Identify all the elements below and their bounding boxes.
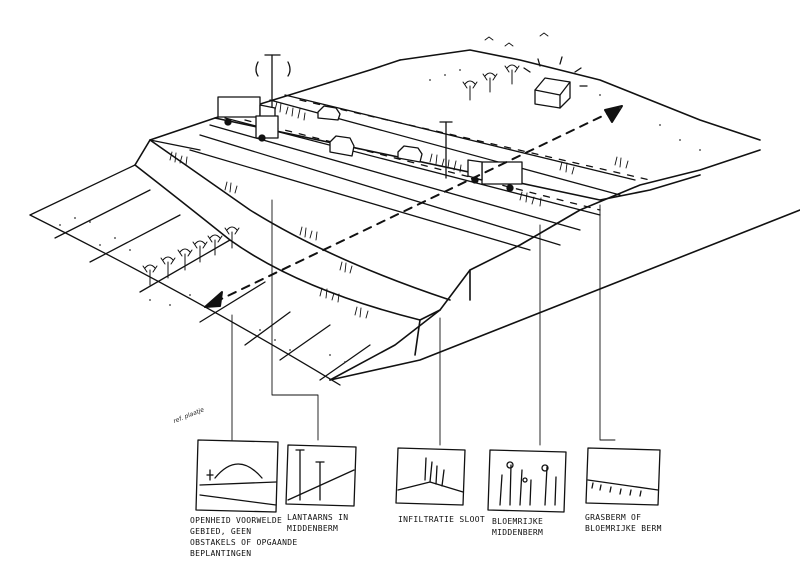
caption-line: middenberm	[287, 524, 339, 533]
right-trees	[463, 65, 519, 100]
truck-right	[468, 160, 522, 191]
caption-line: obstakels of opgaande	[190, 538, 298, 547]
caption-line: lantaarns in	[287, 513, 349, 522]
lane-dashes	[245, 100, 650, 210]
caption-line: gebied, geen	[190, 527, 252, 536]
caption-line: grasberm of	[585, 513, 642, 522]
farmhouse	[524, 57, 587, 108]
caption-open-field: openheid voorwelde gebied, geen obstakel…	[190, 515, 297, 559]
thumbnail-open-field	[196, 440, 278, 512]
caption-line: bloemrijke	[492, 517, 544, 526]
birds	[485, 33, 548, 46]
truck-left	[218, 97, 278, 141]
cars	[318, 106, 422, 162]
street-lamps	[256, 55, 452, 178]
slope-grass	[170, 152, 628, 318]
caption-line: openheid voorwelde	[190, 516, 283, 525]
thumbnail-lamps	[286, 445, 356, 506]
caption-infiltration-ditch: infiltratie sloot	[398, 514, 485, 525]
caption-line: beplantingen	[190, 549, 252, 558]
leader-lines	[232, 200, 615, 445]
left-trees	[143, 227, 239, 285]
caption-line: infiltratie sloot	[398, 515, 485, 524]
thumbnail-flower-median	[488, 450, 566, 512]
thumbnail-infiltration-ditch	[396, 448, 465, 505]
cross-section-arrow	[205, 106, 622, 307]
caption-line: bloemrijke berm	[585, 524, 662, 533]
caption-flower-median: bloemrijke middenberm	[492, 516, 543, 538]
thumbnail-grass-verge	[586, 448, 660, 505]
field-stipple	[59, 69, 701, 363]
caption-line: middenberm	[492, 528, 544, 537]
caption-grass-verge: grasberm of bloemrijke berm	[585, 512, 662, 534]
road-lanes	[150, 95, 635, 250]
left-field-plots	[30, 165, 370, 385]
caption-lamps: lantaarns in middenberm	[287, 512, 348, 534]
